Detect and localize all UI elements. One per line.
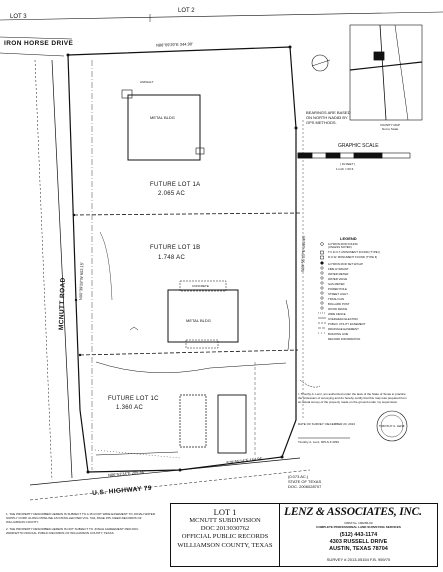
certification-text: I, Timothy A. Lenz, am authorized under … (298, 392, 407, 404)
legend: LEGEND 1/2"IRON ROD FOUND (UNLESS NOTED)… (318, 236, 380, 376)
legend-item: T.X.D.O.T. MONUMENT FOUND (TYPE I) (328, 250, 381, 254)
lot2-label: LOT 2 (178, 8, 195, 14)
property-boundary (67, 46, 297, 473)
legend-item: R.O.W. MONUMENT FOUND (TYPE II) (328, 255, 378, 259)
metal-building-middle (167, 289, 239, 343)
lot-1b-area: 1.748 AC (158, 255, 186, 261)
concrete-pad-lot-1c (179, 394, 207, 448)
surveyor-name: Timothy A. Lenz, RPLS # 4393 (298, 440, 339, 444)
legend-item: RECORD INFORMATION (328, 337, 361, 341)
legend-item: WOOD FENCE (328, 307, 348, 311)
iron-horse-drive-line (0, 36, 73, 40)
basis-of-bearings-note: BEARINGS ARE BASED ON NORTH NAD83 BY GPS… (306, 110, 351, 125)
concrete-label: CONCRETE (192, 284, 209, 288)
legend-item: FIRE HYDRANT (328, 267, 349, 271)
lot-1a-1b-line (73, 212, 301, 216)
metal-building-top-label: METAL BLDG (150, 115, 175, 120)
legend-item: 1/2"IRON ROD SET W/CAP (328, 262, 363, 266)
row-note-owner: STATE OF TEXAS (288, 479, 322, 484)
row-note-doc: DOC. 2006028707 (288, 484, 322, 489)
legend-item: 1/2"IRON ROD FOUND (328, 242, 358, 246)
legend-item: WATER VALVE (328, 277, 348, 281)
metal-building-middle-label: METAL BLDG (186, 318, 211, 323)
legend-symbols (318, 242, 326, 334)
iron-horse-drive-label: IRON HORSE DRIVE (4, 40, 74, 47)
legend-item: BUILDING LINE (328, 332, 349, 336)
legend-item: DRAINAGE EASEMENT (328, 327, 359, 331)
legend-item: WIRE FENCE (328, 312, 346, 316)
lot3-label: LOT 3 (10, 14, 27, 20)
legend-item: OVERHEAD ELECTRIC (328, 317, 359, 321)
vicinity-map-label: VICINITY MAP (380, 123, 400, 127)
legend-item: TRASH CAN (328, 297, 345, 301)
lot-1c-area: 1.360 AC (116, 405, 144, 411)
lot-1b-1c-line (79, 349, 299, 356)
lot-1a-area: 2.065 AC (158, 191, 186, 197)
firm-phone: (512) 443-1174 (339, 532, 378, 538)
lot-1b-label: FUTURE LOT 1B (150, 245, 201, 251)
survey-date: DATE OF SURVEY: DECEMBER 23, 2013 (298, 422, 355, 426)
legend-item: (UNLESS NOTED) (328, 245, 352, 249)
north-arrow-icon (311, 54, 329, 72)
asphalt-label: ASPHALT (140, 80, 154, 84)
title-records: OFFICIAL PUBLIC RECORDS (181, 533, 269, 541)
mcnutt-road-edge (51, 59, 73, 479)
title-block-legal-description: LOT 1 MCNUTT SUBDIVISION DOC 2013030762 … (171, 504, 280, 566)
legend-item: STREET LIGHT (328, 292, 348, 296)
highway-edge (29, 457, 301, 486)
lot-1a-label: FUTURE LOT 1A (150, 182, 201, 188)
title-lot: LOT 1 (213, 507, 237, 517)
surveyor-seal (376, 410, 408, 442)
graphic-scale-ratio: 1 inch = 60 ft. (336, 167, 355, 171)
title-county: WILLIAMSON COUNTY, TEXAS (177, 541, 273, 549)
plat-notes: 1. THE PROPERTY DESCRIBED HEREIN IS SUBJ… (6, 512, 156, 535)
title-block: LOT 1 MCNUTT SUBDIVISION DOC 2013030762 … (170, 503, 438, 567)
note-2: 2. THE PROPERTY DESCRIBED HEREIN IS NOT … (6, 527, 140, 535)
vicinity-map-sub: Not to Scale (382, 127, 399, 131)
legend-item: PUBLIC UTILITY EASEMENT (328, 322, 366, 326)
title-doc: DOC 2013030762 (200, 525, 250, 533)
firm-number: FIRM No. 100265-00 (344, 521, 373, 525)
lot2-lot3-line (0, 11, 443, 21)
metal-building-top (127, 94, 201, 161)
graphic-scale-title: GRAPHIC SCALE (338, 143, 379, 149)
firm-services: COMPLETE PROFESSIONAL LAND SURVEYING SER… (316, 525, 401, 529)
legend-item: POWER POLE (328, 287, 347, 291)
legend-title: LEGEND (340, 236, 357, 241)
legend-item: BOLLARD POST (328, 302, 350, 306)
seal-name: TIMOTHY A. LENZ (379, 424, 405, 428)
building-lot-1c (217, 394, 247, 454)
graphic-scale-unit: ( IN FEET ) (340, 162, 356, 166)
graphic-scale (297, 152, 411, 159)
title-subdivision: MCNUTT SUBDIVISION (189, 517, 261, 524)
row-note-area: (0.073 AC.) (288, 474, 309, 479)
survey-job-number: SURVEY # 2013-05154 F.B. 959/70 (326, 557, 391, 562)
firm-city: AUSTIN, TEXAS 78704 (329, 546, 388, 552)
vicinity-map (349, 24, 423, 121)
lot-1c-label: FUTURE LOT 1C (108, 396, 159, 402)
firm-name: LENZ & ASSOCIATES, INC. (284, 506, 422, 518)
note-1: 1. THE PROPERTY DESCRIBED HEREIN IS SUBJ… (6, 512, 155, 524)
title-block-firm: LENZ & ASSOCIATES, INC. FIRM No. 100265-… (280, 504, 437, 566)
legend-item: WATER METER (328, 272, 349, 276)
legend-item: GAS METER (328, 282, 345, 286)
firm-address: 4303 RUSSELL DRIVE (329, 539, 388, 545)
